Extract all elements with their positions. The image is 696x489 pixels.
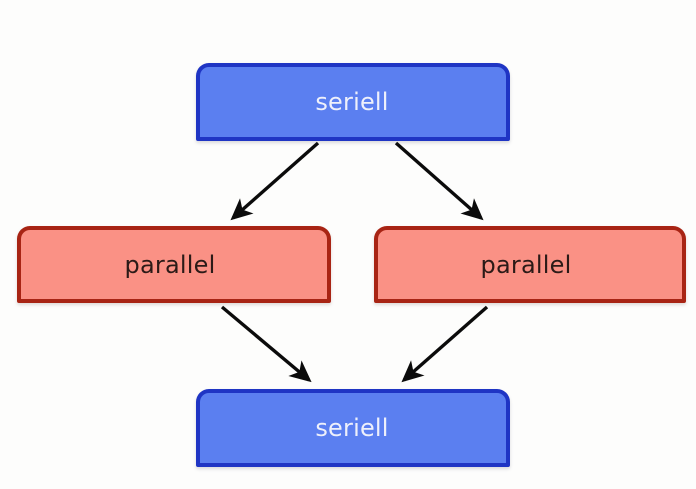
node-label: seriell (315, 88, 389, 116)
node-label: parallel (124, 250, 216, 279)
edge-top-to-left (230, 141, 320, 221)
node-parallel-left[interactable]: parallel (17, 226, 331, 303)
node-parallel-right[interactable]: parallel (374, 226, 686, 303)
node-label: parallel (480, 250, 572, 279)
node-serial-bottom[interactable]: seriell (196, 389, 510, 467)
edge-right-to-bottom (401, 305, 489, 383)
edge-top-to-right (394, 141, 484, 221)
node-label: seriell (315, 414, 389, 442)
node-serial-top[interactable]: seriell (196, 63, 510, 141)
edge-left-to-bottom (220, 305, 312, 383)
